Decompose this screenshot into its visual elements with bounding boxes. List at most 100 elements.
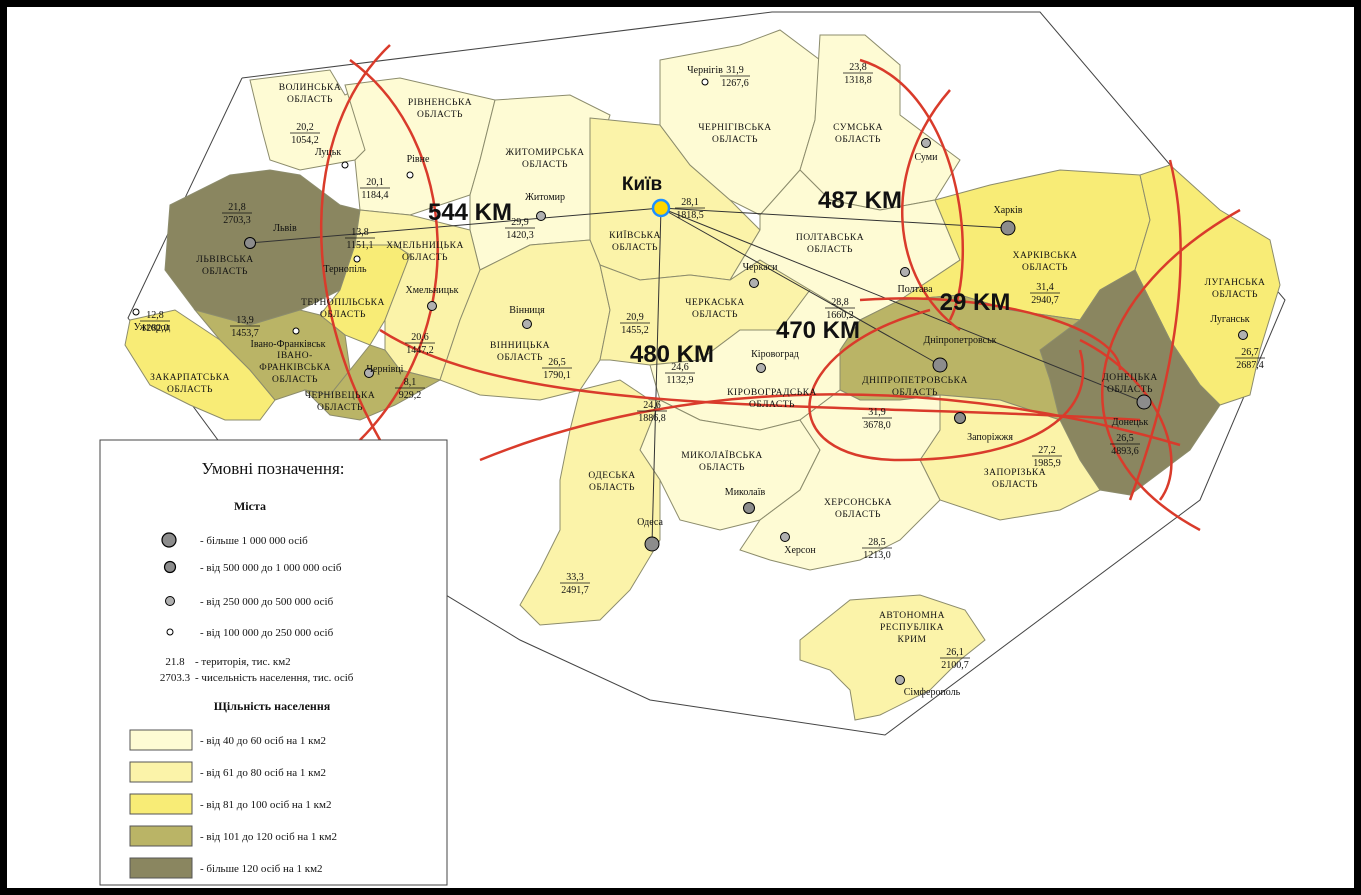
region-name2-zakarpattia: ОБЛАСТЬ	[167, 385, 213, 395]
distance-label-dnipro: 29 KM	[940, 289, 1011, 316]
line-kyiv-donetsk	[660, 207, 1145, 403]
region-area-donetsk: 26,5	[1116, 433, 1134, 444]
region-pop-ivanofrankivsk: 1453,7	[231, 328, 259, 339]
region-name1-lviv: ЛЬВІВСЬКА	[196, 255, 253, 265]
city-label-zaporizhzhia: Запоріжжя	[967, 432, 1013, 443]
region-name1-dnipro: ДНІПРОПЕТРОВСЬКА	[862, 376, 968, 386]
legend-cities-heading: Міста	[234, 499, 266, 513]
city-marker-chernivtsi-icon	[364, 368, 374, 378]
region-pop-volyn: 1054,2	[291, 135, 319, 146]
region-area-zaporizhzhia: 27,2	[1038, 445, 1056, 456]
region-chernivtsi	[303, 344, 442, 421]
region-name2-chernivtsi: ОБЛАСТЬ	[317, 403, 363, 413]
region-name1-rivne: РІВНЕНСЬКА	[408, 98, 472, 108]
region-name1-cherkasy: ЧЕРКАСЬКА	[685, 298, 744, 308]
region-name2-mykolaiv: ОБЛАСТЬ	[699, 463, 745, 473]
arc-mid-ring	[808, 308, 1085, 462]
region-pop-rivne: 1184,4	[361, 190, 388, 201]
region-name1-khmelnytskyi: ХМЕЛЬНИЦЬКА	[386, 241, 464, 251]
region-area-khmelnytskyi: 20,6	[411, 332, 429, 343]
region-name1-zakarpattia: ЗАКАРПАТСЬКА	[150, 373, 230, 383]
city-marker-lviv-icon	[244, 237, 256, 249]
city-label-poltava: Полтава	[897, 284, 933, 295]
capital-marker: Київ	[622, 174, 671, 218]
region-pop-ternopil: 1151,1	[346, 240, 373, 251]
legend-sample-pop: 2703.3	[160, 672, 191, 684]
city-label-dnipro: Дніпропетровськ	[923, 335, 996, 346]
region-pop-cherkasy: 1455,2	[621, 325, 649, 336]
region-name2-odesa: ОБЛАСТЬ	[589, 483, 635, 493]
capital-label: Київ	[622, 174, 662, 195]
region-pop-poltava: 1660,2	[826, 310, 854, 321]
region-area-luhansk: 26,7	[1241, 347, 1259, 358]
city-marker-zhytomyr-icon	[536, 211, 546, 221]
city-label-kharkiv: Харків	[993, 205, 1022, 216]
city-marker-chernihiv-icon	[701, 78, 709, 86]
region-name1-kirovohrad: КІРОВОГРАДСЬКА	[727, 388, 817, 398]
density-label-0: - від 40 до 60 осіб на 1 км2	[200, 735, 326, 747]
city-marker-ternopil-icon	[353, 255, 361, 263]
region-name2-zaporizhzhia: ОБЛАСТЬ	[992, 480, 1038, 490]
density-swatch-0	[129, 729, 193, 751]
region-area-kyiv: 28,1	[681, 197, 699, 208]
city-marker-sumy-icon	[921, 138, 931, 148]
density-swatch-2	[129, 793, 193, 815]
arc-east-1	[1128, 159, 1182, 501]
region-area-chernihiv: 31,9	[726, 65, 744, 76]
city-size-s-icon	[166, 628, 174, 636]
region-name2-cherkasy: ОБЛАСТЬ	[692, 310, 738, 320]
legend-sample-area-text: - територія, тис. км2	[195, 656, 291, 668]
city-label-simferopol: Сімферополь	[904, 687, 961, 698]
region-area-ivanofrankivsk: 13,9	[236, 315, 254, 326]
cities: ЛуцькРівнеЖитомирЧернігівСумиЛьвівТерноп…	[132, 65, 1250, 698]
legend-sample-pop-text: - чисельність населення, тис. осіб	[195, 672, 354, 684]
arc-east-2	[1101, 208, 1241, 532]
city-label-odesa: Одеса	[637, 517, 663, 528]
region-odesa	[519, 379, 661, 626]
region-area-odesa: 33,3	[566, 572, 584, 583]
region-pop-lviv: 2703,3	[223, 215, 251, 226]
region-pop-khmelnytskyi: 1447,2	[406, 345, 434, 356]
region-name1-kherson: ХЕРСОНСЬКА	[824, 498, 892, 508]
city-marker-mykolaiv-icon	[743, 502, 755, 514]
city-size-xl-icon	[161, 532, 177, 548]
city-label-zhytomyr: Житомир	[525, 192, 565, 203]
city-marker-donetsk-icon	[1136, 394, 1152, 410]
region-pop-mykolaiv: 1886,8	[638, 413, 666, 424]
density-swatch-1	[129, 761, 193, 783]
region-name2-kharkiv: ОБЛАСТЬ	[1022, 263, 1068, 273]
region-name2-kherson: ОБЛАСТЬ	[835, 510, 881, 520]
city-label-uzhhorod: Ужгород	[134, 322, 171, 333]
region-area-vinnytsia: 26,5	[548, 357, 566, 368]
region-area-lviv: 21,8	[228, 202, 246, 213]
legend-city-size-2: - від 250 000 до 500 000 осіб	[200, 596, 334, 608]
region-name1-poltava: ПОЛТАВСЬКА	[796, 233, 864, 243]
region-pop-zaporizhzhia: 1985,9	[1033, 458, 1061, 469]
density-label-4: - більше 120 осіб на 1 км2	[200, 863, 323, 875]
city-label-ivanofrankivsk: Івано-Франківськ	[251, 339, 326, 350]
city-marker-kharkiv-icon	[1000, 220, 1016, 236]
region-name2-donetsk: ОБЛАСТЬ	[1107, 385, 1153, 395]
region-name2-poltava: ОБЛАСТЬ	[807, 245, 853, 255]
region-pop-kirovohrad: 1132,9	[666, 375, 693, 386]
region-area-mykolaiv: 24,6	[643, 400, 661, 411]
region-name2-khmelnytskyi: ОБЛАСТЬ	[402, 253, 448, 263]
region-area-sumy: 23,8	[849, 62, 867, 73]
region-name1-chernihiv: ЧЕРНІГІВСЬКА	[698, 123, 771, 133]
density-swatch-3	[129, 825, 193, 847]
region-pop-dnipro: 3678,0	[863, 420, 891, 431]
region-crimea	[799, 594, 986, 721]
region-name3-ivanofrankivsk: ОБЛАСТЬ	[272, 375, 318, 385]
region-area-rivne: 20,1	[366, 177, 384, 188]
arc-west-2	[349, 58, 439, 441]
density-label-2: - від 81 до 100 осіб на 1 км2	[200, 799, 332, 811]
region-area-zhytomyr: 29,9	[511, 217, 529, 228]
region-name1-zaporizhzhia: ЗАПОРІЗЬКА	[984, 468, 1046, 478]
region-name1-crimea: АВТОНОМНА	[879, 611, 945, 621]
distance-arcs	[320, 44, 1241, 532]
region-name2-ivanofrankivsk: ФРАНКІВСЬКА	[259, 363, 331, 373]
line-kyiv-kharkiv	[660, 207, 1009, 229]
region-labels: ВОЛИНСЬКАОБЛАСТЬ20,21054,2РІВНЕНСЬКАОБЛА…	[140, 62, 1265, 671]
city-marker-dnipro-icon	[932, 357, 948, 373]
